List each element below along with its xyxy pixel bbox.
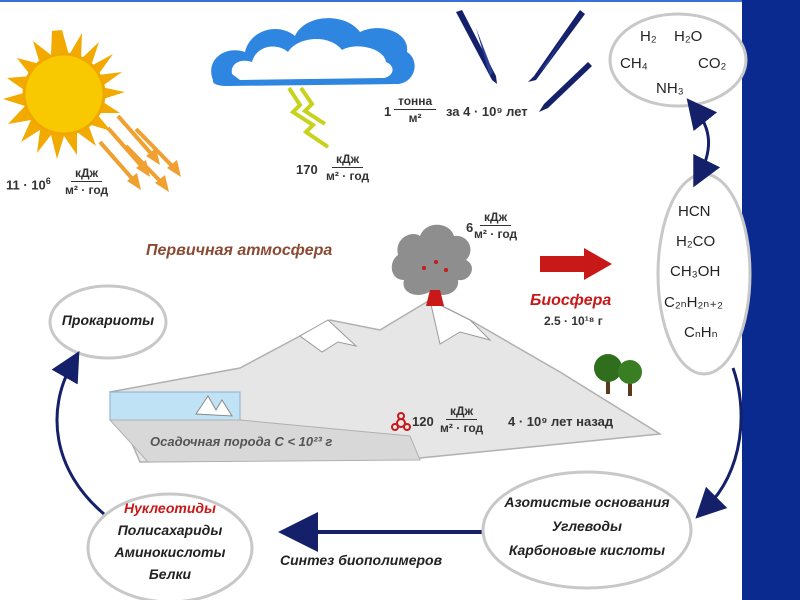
biopolymer-3: Белки [98,566,242,582]
meteor-unit-denominator: м² [409,110,422,125]
monomer-1: Азотистые основания [488,494,686,510]
arrow-organics-monomers [706,368,741,508]
lightning-unit-denominator: м² · год [326,168,369,183]
prokaryotes-label: Прокариоты [54,312,162,328]
lightning-energy-unit: кДж м² · год [326,152,369,183]
volcano-unit-denominator: м² · год [474,226,517,241]
organic-2: H₂CO [676,233,715,250]
meteor-period: за 4 · 10⁹ лет [446,104,528,119]
volcano-energy-coefficient: 6 [466,220,473,235]
sun-unit-denominator: м² · год [65,182,108,197]
gas-nh3: NH₃ [656,80,684,97]
monomer-3: Карбоновые кислоты [488,542,686,558]
meteor-mass-unit: тонна м² [394,94,436,125]
radioactivity-age: 4 · 10⁹ лет назад [508,414,613,429]
sun-unit-numerator: кДж [71,166,102,182]
gas-co2: CO₂ [698,55,726,72]
sun-energy-unit: кДж м² · год [65,166,108,197]
biosphere-mass: 2.5 · 10¹⁸ г [544,314,603,328]
organic-5: CₙHₙ [684,323,718,341]
biosphere-arrow [540,248,612,280]
lightning-energy-coefficient: 170 [296,162,318,177]
biopolymer-highlight: Нуклеотиды [98,500,242,516]
meteorites-icon [456,10,592,112]
lightning-unit-numerator: кДж [332,152,363,168]
radioactivity-unit-numerator: кДж [446,404,477,420]
trees-icon [594,354,642,396]
cloud-icon [211,18,414,86]
sun-energy-base: 11 · 10 [6,177,46,192]
biopolymer-2: Аминокислоты [98,544,242,560]
sediment-label: Осадочная порода С < 10²³ г [150,434,332,449]
organic-4: C₂ₙH₂ₙ₊₂ [664,293,723,311]
gas-h2o: H₂O [674,28,702,45]
primary-atmosphere-label: Первичная атмосфера [146,242,332,260]
volcano-icon [392,225,472,306]
monomer-2: Углеводы [488,518,686,534]
lightning-icon [289,88,328,147]
volcano-unit-numerator: кДж [480,210,511,226]
sun-energy-exponent: 6 [46,176,51,186]
gas-h2: H₂ [640,28,657,45]
meteor-mass-coefficient: 1 [384,104,391,119]
volcano-energy-unit: кДж м² · год [474,210,517,241]
gas-ch4: CH₄ [620,55,648,72]
arrow-to-prokaryotes [57,364,104,514]
organic-1: HCN [678,203,711,220]
radioactivity-unit-denominator: м² · год [440,420,483,435]
meteor-unit-numerator: тонна [394,94,436,110]
sun-icon [3,30,125,159]
sun-rays-icon [100,116,181,192]
radioactivity-energy-coefficient: 120 [412,414,434,429]
synthesis-label: Синтез биополимеров [280,552,442,568]
organic-3: CH₃OH [670,263,720,280]
arrow-gases-organics [696,110,709,174]
biosphere-label: Биосфера [530,292,611,310]
radioactivity-energy-unit: кДж м² · год [440,404,483,435]
sun-energy-coefficient: 11 · 106 [6,176,51,192]
biopolymer-1: Полисахариды [98,522,242,538]
